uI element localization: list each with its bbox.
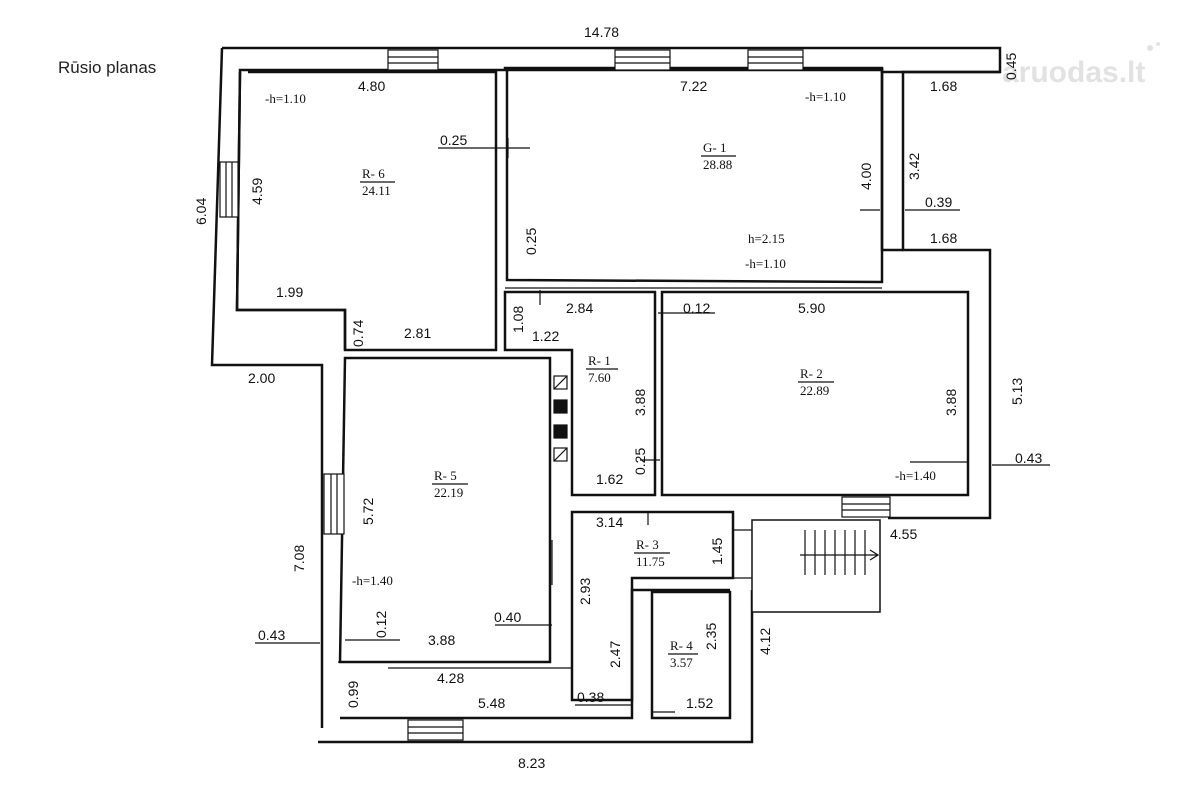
dim-label: 1.99 bbox=[276, 284, 303, 300]
dim-label: 4.12 bbox=[757, 628, 773, 655]
dim-label: 1.45 bbox=[709, 538, 725, 565]
dim-label: 2.00 bbox=[248, 370, 275, 386]
dim-label: 1.68 bbox=[930, 230, 957, 246]
windows bbox=[219, 49, 891, 741]
room-id-r5: R- 5 bbox=[434, 468, 457, 483]
dim-label: 0.25 bbox=[440, 132, 467, 148]
window bbox=[747, 49, 804, 71]
room-id-r3: R- 3 bbox=[636, 537, 659, 552]
dim-label: 4.00 bbox=[858, 163, 874, 190]
dim-label: -h=1.40 bbox=[895, 468, 936, 483]
room-area-r4: 3.57 bbox=[670, 655, 693, 670]
dim-label: 0.45 bbox=[1003, 53, 1019, 80]
dim-label: 0.12 bbox=[683, 300, 710, 316]
dim-label: 0.99 bbox=[345, 681, 361, 708]
dim-label: 3.88 bbox=[632, 389, 648, 416]
duct-icon bbox=[553, 424, 568, 439]
logo-dot-icon bbox=[1156, 42, 1160, 46]
room-labels: R- 6 24.11 G- 1 28.88 R- 1 7.60 R- 2 22.… bbox=[360, 140, 834, 670]
dim-label: 3.14 bbox=[596, 514, 623, 530]
ventilation-ducts bbox=[553, 375, 568, 462]
window bbox=[407, 719, 464, 741]
room-r6 bbox=[235, 70, 498, 352]
dim-label: 5.72 bbox=[360, 498, 376, 525]
room-area-r5: 22.19 bbox=[434, 485, 463, 500]
window bbox=[219, 161, 239, 218]
window bbox=[323, 473, 345, 535]
inner-lines bbox=[338, 287, 882, 669]
dim-label: 1.22 bbox=[532, 328, 559, 344]
dim-label: 5.90 bbox=[798, 300, 825, 316]
room-id-r6: R- 6 bbox=[362, 166, 385, 181]
room-id-r2: R- 2 bbox=[800, 366, 823, 381]
dim-label: h=2.15 bbox=[748, 231, 785, 246]
room-r5 bbox=[338, 356, 552, 664]
dim-label: 1.08 bbox=[510, 306, 526, 333]
dim-label: -h=1.10 bbox=[805, 89, 846, 104]
dim-label: 1.52 bbox=[686, 695, 713, 711]
dim-label: -h=1.10 bbox=[265, 91, 306, 106]
dim-label: 2.35 bbox=[703, 623, 719, 650]
dim-label: 3.42 bbox=[906, 153, 922, 180]
room-area-r3: 11.75 bbox=[636, 554, 665, 569]
dim-label: 14.78 bbox=[584, 24, 619, 40]
dim-label: 0.38 bbox=[577, 689, 604, 705]
room-r3 bbox=[570, 510, 735, 702]
watermark-text: aruodas.lt bbox=[1002, 56, 1145, 89]
dim-label: 0.39 bbox=[925, 194, 952, 210]
dim-label: 0.74 bbox=[350, 320, 366, 347]
aruodas-watermark-logo: aruodas.lt bbox=[1002, 42, 1160, 89]
dim-label: 2.81 bbox=[404, 325, 431, 341]
window bbox=[387, 49, 439, 71]
dim-label: 5.48 bbox=[478, 695, 505, 711]
window bbox=[841, 496, 891, 518]
dim-label: 4.80 bbox=[358, 78, 385, 94]
room-area-r6: 24.11 bbox=[362, 183, 391, 198]
dim-label: -h=1.40 bbox=[352, 573, 393, 588]
plan-title: Rūsio planas bbox=[58, 58, 157, 77]
dim-label: 0.12 bbox=[373, 611, 389, 638]
dim-label: -h=1.10 bbox=[745, 256, 786, 271]
room-area-g1: 28.88 bbox=[703, 157, 732, 172]
logo-dot-icon bbox=[1147, 45, 1153, 51]
window bbox=[614, 49, 671, 71]
dim-label: 1.68 bbox=[930, 78, 957, 94]
dim-label: 2.47 bbox=[607, 641, 623, 668]
dim-label: 2.84 bbox=[566, 300, 593, 316]
dim-label: 5.13 bbox=[1009, 378, 1025, 405]
stairs-arrow-icon bbox=[869, 549, 880, 561]
room-area-r1: 7.60 bbox=[588, 370, 611, 385]
room-id-g1: G- 1 bbox=[703, 140, 726, 155]
dim-label: 0.40 bbox=[494, 609, 521, 625]
dim-label: 8.23 bbox=[518, 755, 545, 771]
room-area-r2: 22.89 bbox=[800, 383, 829, 398]
room-id-r4: R- 4 bbox=[670, 638, 693, 653]
dim-label: 4.59 bbox=[249, 178, 265, 205]
dim-label: 0.43 bbox=[1015, 450, 1042, 466]
dim-label: 7.08 bbox=[291, 545, 307, 572]
duct-icon bbox=[553, 399, 568, 414]
dim-label: 2.93 bbox=[577, 578, 593, 605]
dim-label: 4.55 bbox=[890, 526, 917, 542]
dim-label: 3.88 bbox=[428, 632, 455, 648]
dim-label: 6.04 bbox=[193, 198, 209, 225]
room-id-r1: R- 1 bbox=[588, 353, 611, 368]
dim-label: 0.43 bbox=[258, 627, 285, 643]
dim-label: 3.88 bbox=[943, 389, 959, 416]
dim-label: 1.62 bbox=[596, 471, 623, 487]
room-r1 bbox=[503, 290, 657, 497]
dimension-labels: 14.78 0.45 4.80 7.22 1.68 -h=1.10 -h=1.1… bbox=[193, 24, 1042, 771]
dim-label: 7.22 bbox=[680, 78, 707, 94]
dim-label: 0.25 bbox=[632, 448, 648, 475]
dim-label: 4.28 bbox=[437, 670, 464, 686]
room-r4 bbox=[650, 590, 732, 720]
dim-label: 0.25 bbox=[523, 228, 539, 255]
dimension-leaders bbox=[255, 138, 1050, 713]
room-r2 bbox=[660, 290, 970, 497]
stairs bbox=[751, 519, 881, 613]
